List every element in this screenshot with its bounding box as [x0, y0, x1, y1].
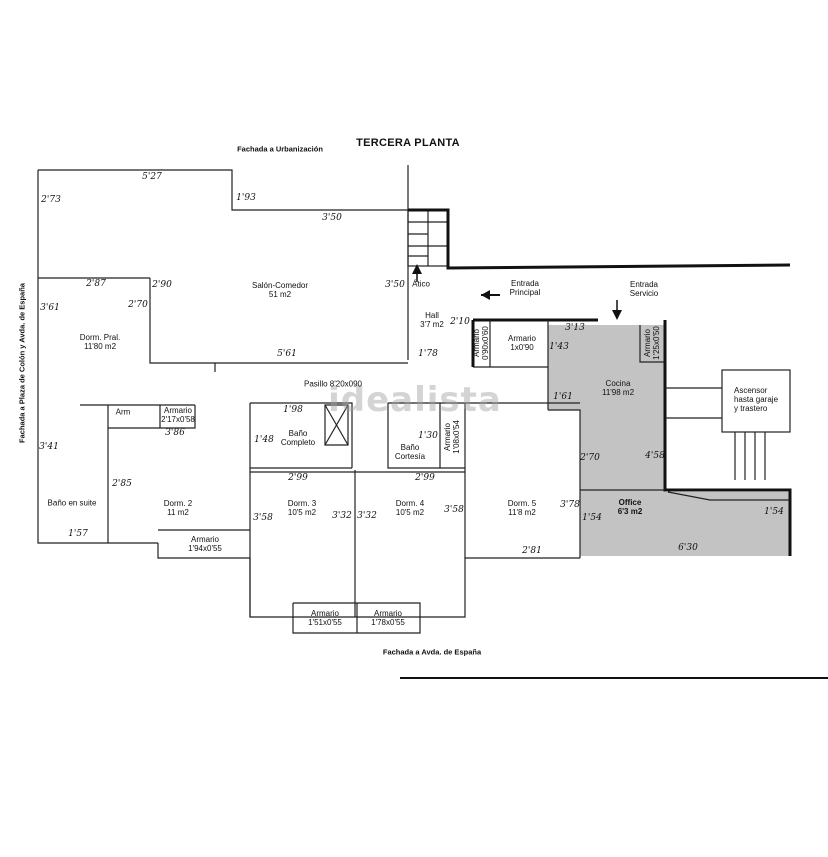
- dimension-label: 1'57: [68, 529, 88, 539]
- dimension-label: 6'30: [678, 543, 698, 553]
- kitchen-walls: [548, 320, 792, 558]
- dimension-label: 3'61: [40, 303, 60, 313]
- room-atico: Ático: [412, 279, 430, 289]
- hall-walls: [471, 290, 622, 410]
- dimension-label: 2'70: [128, 300, 148, 310]
- kitchen-office-shading: [548, 325, 790, 556]
- dimension-label: 5'27: [142, 172, 162, 182]
- watermark-text: idealista: [328, 380, 502, 420]
- plan-title: TERCERA PLANTA: [356, 137, 460, 149]
- dimension-label: 4'58: [645, 451, 665, 461]
- dimension-label: 1'43: [549, 342, 569, 352]
- dimension-label: 2'70: [580, 453, 600, 463]
- room-bano-suite: Baño en suite: [47, 498, 97, 508]
- dimension-label: 1'61: [553, 392, 573, 402]
- label-pasillo: Pasillo 8'20x090: [303, 379, 363, 389]
- dimension-label: 1'93: [236, 193, 256, 203]
- dimension-label: 1'78: [418, 349, 438, 359]
- dimension-label: 2'85: [112, 479, 132, 489]
- facade-left: Fachada a Plaza de Colón y Avda. de Espa…: [17, 283, 27, 443]
- facade-top: Fachada a Urbanización: [237, 144, 323, 154]
- dimension-label: 3'86: [165, 428, 185, 438]
- dimension-label: 3'13: [565, 323, 585, 333]
- closet-arm: Arm: [115, 407, 131, 417]
- dimension-label: 1'98: [283, 405, 303, 415]
- dimension-label: 2'81: [522, 546, 542, 556]
- dimension-label: 3'50: [322, 213, 342, 223]
- stairs: [407, 208, 791, 282]
- elevator: [665, 369, 791, 480]
- dimension-label: 5'61: [277, 349, 297, 359]
- dimension-label: 3'78: [560, 500, 580, 510]
- dimension-label: 3'58: [253, 513, 273, 523]
- dimension-label: 2'10: [450, 317, 470, 327]
- dimension-label: 2'90: [152, 280, 172, 290]
- dimension-label: 1'54: [764, 507, 784, 517]
- dimension-label: 3'58: [444, 505, 464, 515]
- dimension-label: 2'99: [288, 473, 308, 483]
- dimension-label: 3'50: [385, 280, 405, 290]
- dimension-label: 3'32: [357, 511, 377, 521]
- facade-bottom: Fachada a Avda. de España: [382, 647, 482, 657]
- dimension-label: 1'48: [254, 435, 274, 445]
- dimension-label: 3'41: [39, 442, 59, 452]
- dimension-label: 2'99: [415, 473, 435, 483]
- dimension-label: 1'30: [418, 431, 438, 441]
- dimension-label: 2'73: [41, 195, 61, 205]
- dimension-label: 2'87: [86, 279, 106, 289]
- dimension-label: 3'32: [332, 511, 352, 521]
- bedroom-walls: [80, 402, 580, 634]
- dimension-label: 1'54: [582, 513, 602, 523]
- room-dorm-pral: Dorm. Pral.11'80 m2: [79, 332, 121, 351]
